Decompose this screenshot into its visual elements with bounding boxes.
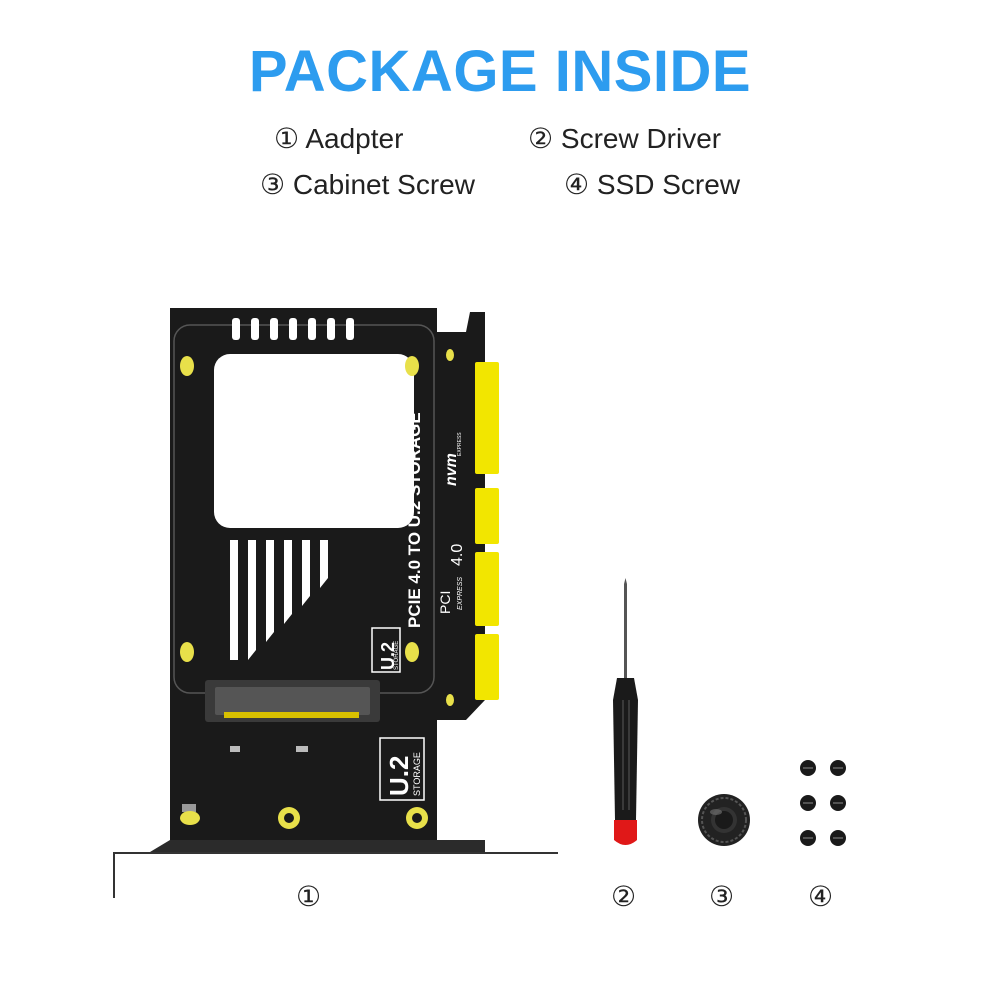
contents-name: SSD Screw xyxy=(596,169,741,200)
ssd-screws xyxy=(800,760,846,846)
contents-num: ② xyxy=(528,123,554,154)
contents-item-3: ③ Cabinet Screw xyxy=(260,168,475,201)
pcb-pci-express: EXPRESS xyxy=(457,577,464,610)
pcb-badge-storage: STORAGE xyxy=(394,641,400,670)
pcb-badge-u2: U.2 xyxy=(378,642,398,670)
label-ssd-screw: ④ xyxy=(808,881,834,912)
contents-name: Aadpter xyxy=(305,123,404,154)
contents-item-4: ④ SSD Screw xyxy=(564,168,740,201)
screwdriver xyxy=(613,578,638,845)
pcie-gold-fingers xyxy=(475,362,499,700)
pcb-pci-logo: PCI xyxy=(437,591,453,614)
label-screwdriver: ② xyxy=(611,881,637,912)
pcb-nvm-logo: nvm xyxy=(443,453,460,486)
adapter-card xyxy=(170,308,485,840)
contents-name: Cabinet Screw xyxy=(292,169,475,200)
contents-num: ③ xyxy=(260,169,286,200)
label-adapter: ① xyxy=(296,881,322,912)
label-cabinet-screw: ③ xyxy=(709,881,735,912)
contents-item-2: ② Screw Driver xyxy=(528,122,721,155)
pcie-bracket xyxy=(113,840,558,898)
contents-name: Screw Driver xyxy=(560,123,722,154)
contents-item-1: ① Aadpter xyxy=(274,122,403,155)
pcb-badge-u2-lower: U.2 xyxy=(384,756,414,796)
pcb-badge-storage-lower: STORAGE xyxy=(412,752,422,796)
pcb-nvm-express: EXPRESS xyxy=(457,432,463,456)
pcb-pci-version: 4.0 xyxy=(449,544,466,566)
pcb-main-text: PCIE 4.0 TO U.2 STORAGE xyxy=(405,412,424,628)
contents-num: ① xyxy=(274,123,300,154)
page-title: PACKAGE INSIDE xyxy=(248,39,752,104)
contents-num: ④ xyxy=(564,169,590,200)
cabinet-screw xyxy=(698,794,750,846)
